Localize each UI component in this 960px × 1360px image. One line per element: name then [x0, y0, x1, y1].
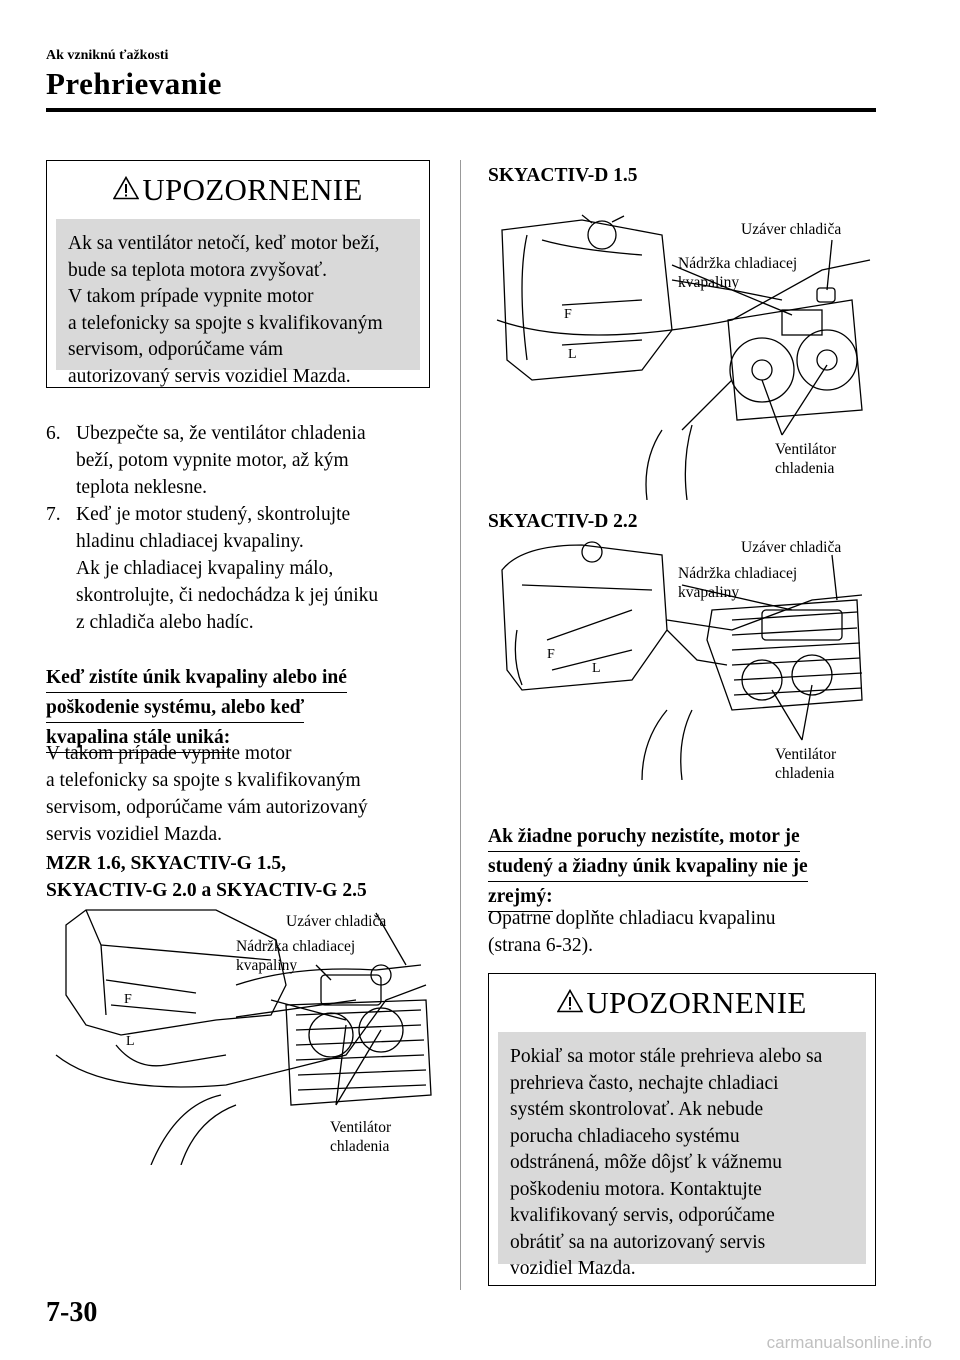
list-item: 7. Keď je motor studený, skontrolujte hl…	[46, 501, 446, 636]
callout-cooling-fan: Ventilátor chladenia	[775, 746, 837, 782]
engine-figure-3: F L	[492, 540, 872, 780]
watermark: carmanualsonline.info	[766, 1333, 932, 1352]
header-rule	[46, 108, 876, 112]
engine-illustration: F L	[496, 214, 871, 500]
figure-title: SKYACTIV-D 1.5	[488, 165, 638, 186]
heading-line: kvapalina stále uniká:	[46, 723, 231, 753]
step-number: 6.	[46, 423, 61, 444]
step-text: Ubezpečte sa, že ventilátor chladenia be…	[76, 423, 366, 498]
leak-text: V takom prípade vypnite motor a telefoni…	[46, 743, 368, 845]
warning-triangle-icon	[557, 989, 584, 1013]
leak-heading: Keď zistíte únik kvapaliny alebo iné poš…	[46, 663, 347, 753]
warning-label: UPOZORNENIE	[586, 985, 807, 1020]
heading-line: studený a žiadny únik kvapaliny nie je	[488, 852, 808, 882]
warning-triangle-icon	[113, 176, 140, 200]
page-number: 7-30	[46, 1297, 98, 1328]
no-fault-heading: Ak žiadne poruchy nezistíte, motor je st…	[488, 822, 808, 912]
step-list: 6. Ubezpečte sa, že ventilátor chladenia…	[46, 420, 446, 636]
step-number: 7.	[46, 504, 61, 525]
warning-header: UPOZORNENIE	[489, 974, 875, 1032]
callout-coolant-tank: Nádržka chladiacej kvapaliny	[678, 565, 798, 601]
figure-title: MZR 1.6, SKYACTIV-G 1.5, SKYACTIV-G 2.0 …	[46, 853, 367, 901]
page-title: Prehrievanie	[46, 66, 222, 101]
svg-text:F: F	[547, 647, 555, 662]
svg-text:L: L	[592, 661, 601, 676]
callout-radiator-cap: Uzáver chladiča	[741, 221, 842, 238]
figure-title: SKYACTIV-D 2.2	[488, 511, 638, 532]
callout-radiator-cap: Uzáver chladiča	[741, 539, 842, 556]
no-fault-text: Opatrne doplňte chladiacu kvapalinu (str…	[488, 908, 776, 956]
list-item: 6. Ubezpečte sa, že ventilátor chladenia…	[46, 420, 446, 501]
warning-box: UPOZORNENIE Pokiaľ sa motor stále prehri…	[488, 973, 876, 1286]
warning-text: Pokiaľ sa motor stále prehrieva alebo sa…	[498, 1032, 866, 1279]
engine-figure-1: F L	[46, 905, 446, 1165]
engine-figure-2: F L	[492, 210, 872, 500]
heading-line: Keď zistíte únik kvapaliny alebo iné	[46, 663, 347, 693]
engine-illustration: F L	[55, 909, 432, 1165]
callout-cooling-fan: Ventilátor chladenia	[775, 441, 837, 477]
warning-text: Ak sa ventilátor netočí, keď motor beží,…	[56, 219, 420, 387]
svg-text:F: F	[124, 992, 132, 1007]
column-divider	[460, 160, 461, 1290]
svg-text:L: L	[126, 1034, 135, 1049]
svg-text:F: F	[564, 307, 572, 322]
callout-radiator-cap: Uzáver chladiča	[286, 913, 387, 930]
section-label: Ak vzniknú ťažkosti	[46, 48, 169, 63]
callout-coolant-tank: Nádržka chladiacej kvapaliny	[678, 255, 798, 291]
callout-cooling-fan: Ventilátor chladenia	[330, 1119, 392, 1155]
warning-label: UPOZORNENIE	[142, 172, 363, 207]
heading-line: zrejmý:	[488, 882, 553, 912]
engine-illustration: F L	[501, 541, 863, 780]
warning-box: UPOZORNENIE Ak sa ventilátor netočí, keď…	[46, 160, 430, 388]
heading-line: Ak žiadne poruchy nezistíte, motor je	[488, 822, 800, 852]
svg-text:L: L	[568, 347, 577, 362]
warning-header: UPOZORNENIE	[47, 161, 429, 219]
step-text: Keď je motor studený, skontrolujte hladi…	[76, 504, 379, 633]
heading-line: poškodenie systému, alebo keď	[46, 693, 305, 723]
callout-coolant-tank: Nádržka chladiacej kvapaliny	[236, 938, 356, 974]
